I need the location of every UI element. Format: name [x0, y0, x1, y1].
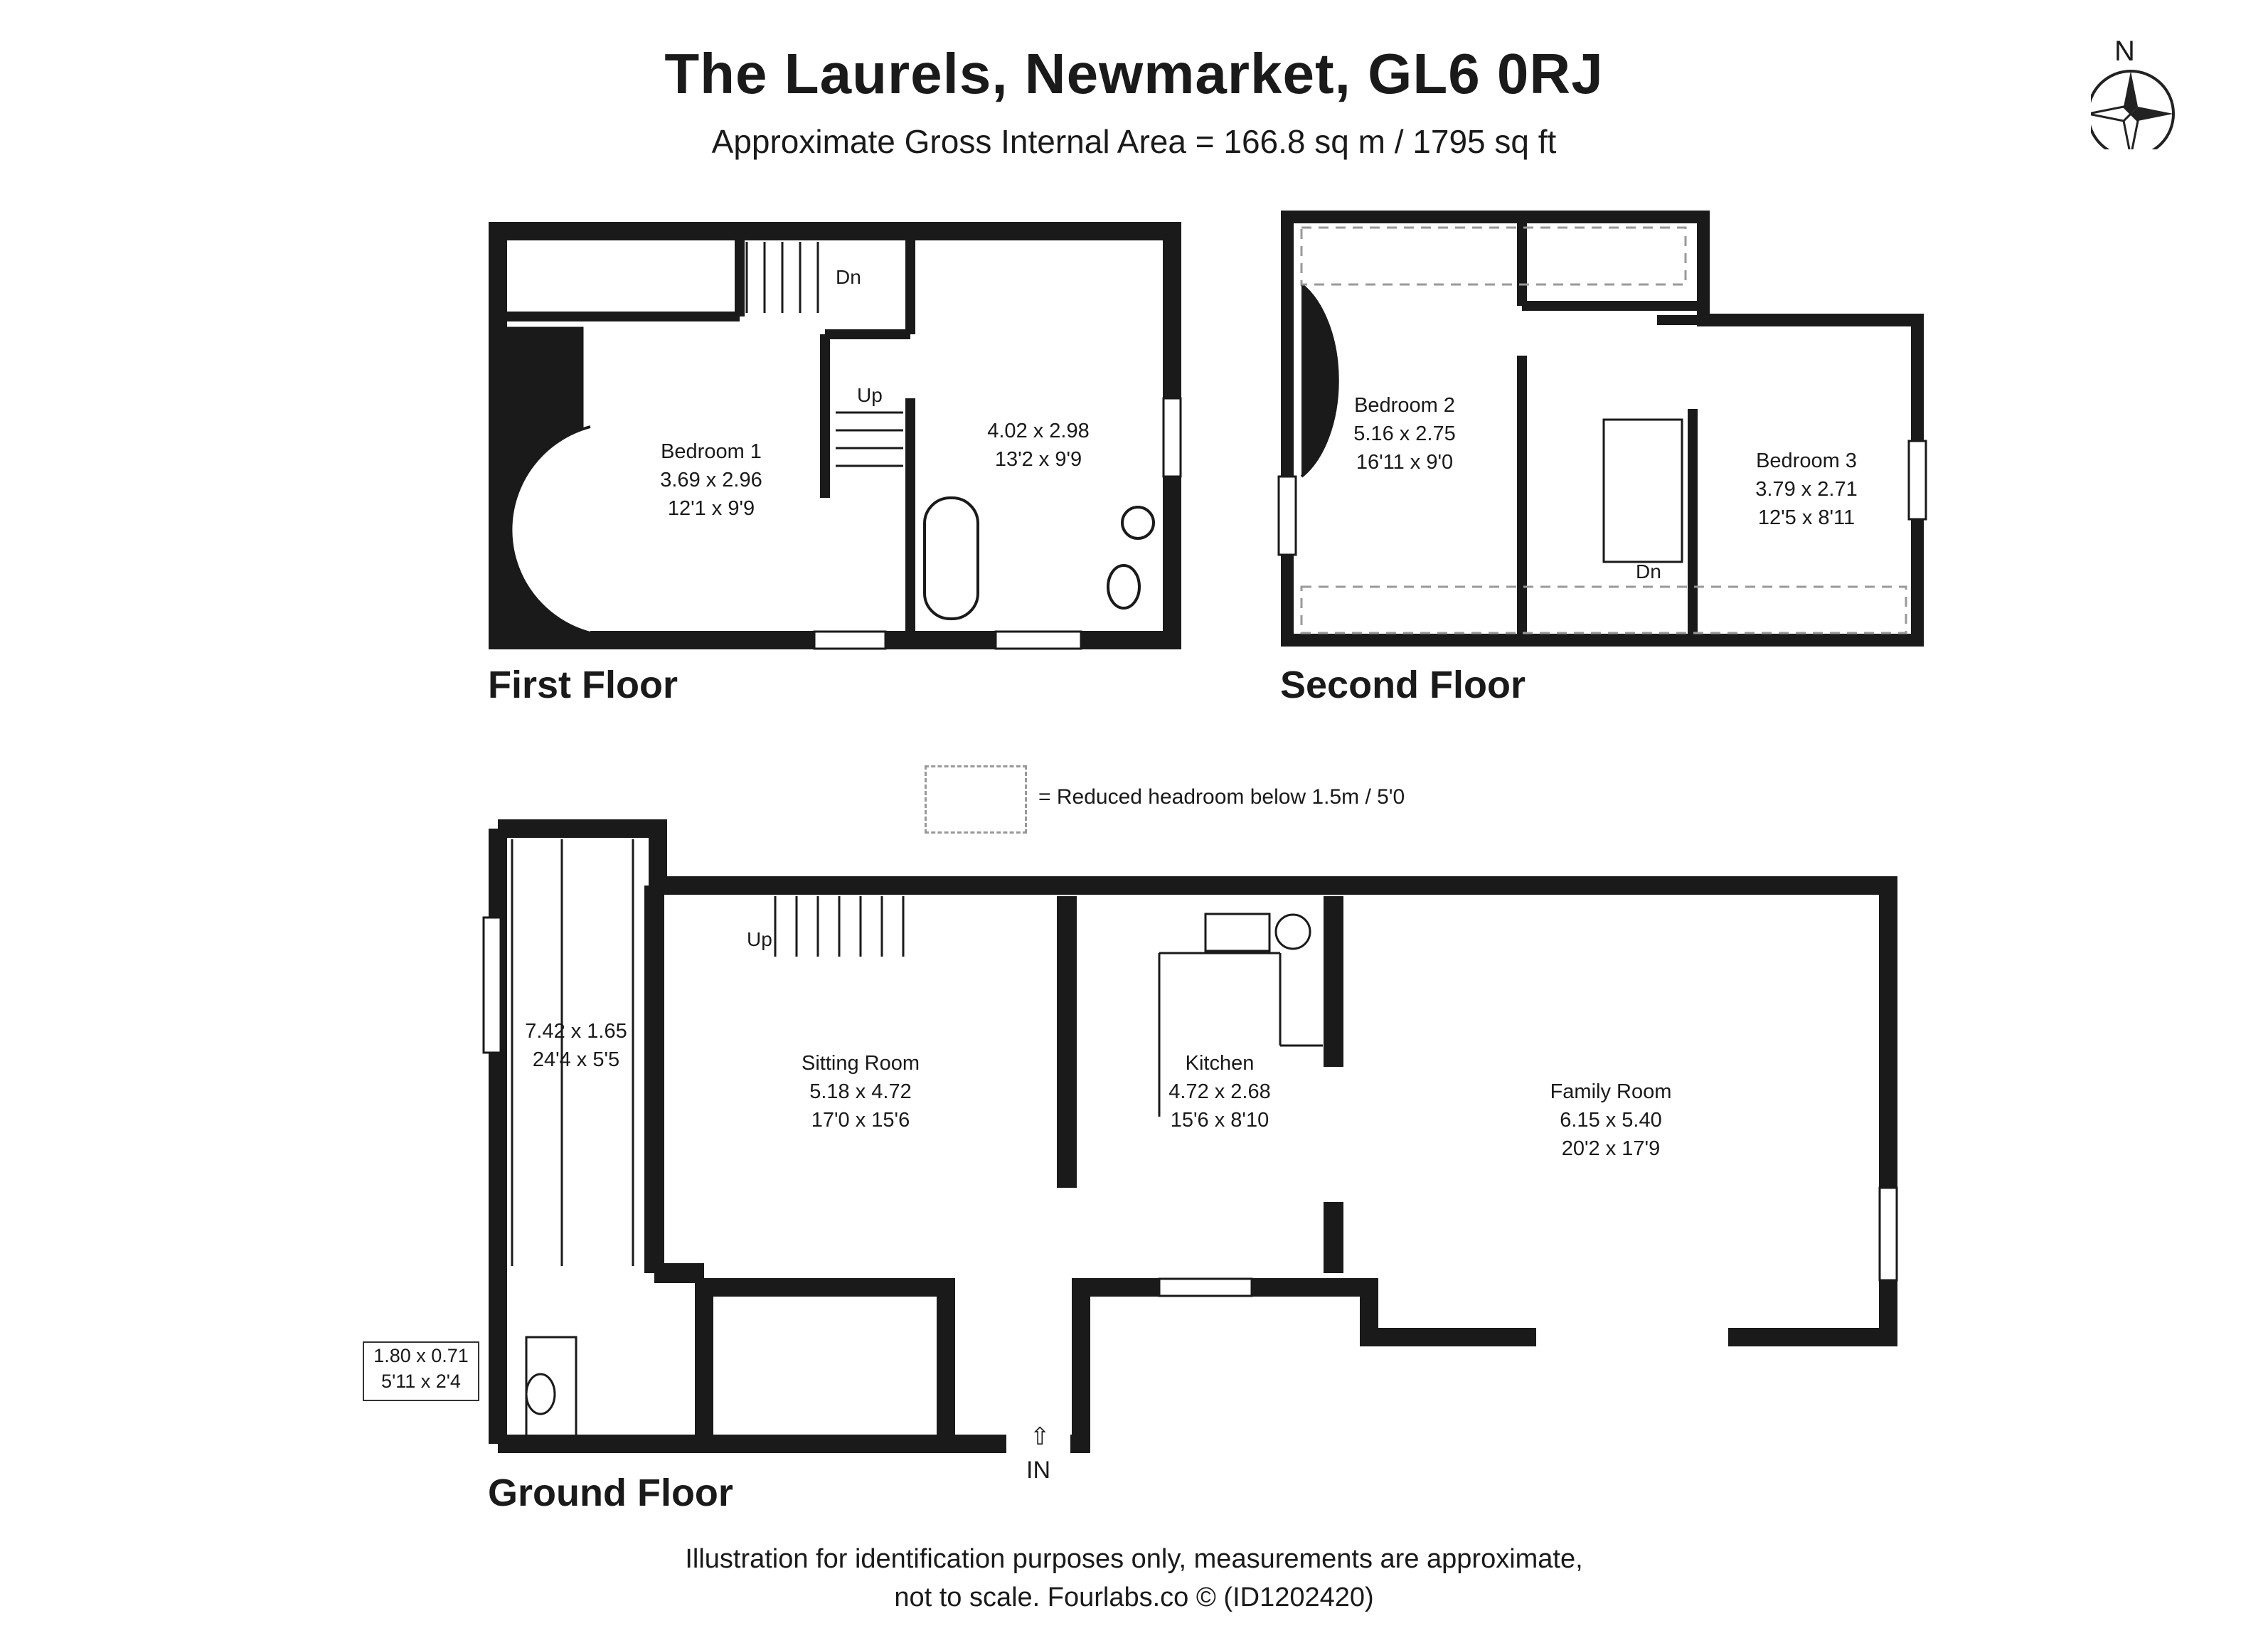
sitting-room-metric: 5.18 x 4.72	[809, 1080, 912, 1103]
compass-north-label: N	[2114, 36, 2135, 67]
bedroom-1-label: Bedroom 1 3.69 x 2.96 12'1 x 9'9	[660, 437, 762, 523]
kitchen-metric: 4.72 x 2.68	[1168, 1080, 1271, 1103]
ground-floor-walls	[489, 819, 1897, 1453]
plan-title: The Laurels, Newmarket, GL6 0RJ	[664, 42, 1604, 105]
bedroom-1-metric: 3.69 x 2.96	[660, 469, 762, 491]
headroom-legend-text: = Reduced headroom below 1.5m / 5'0	[1038, 785, 1405, 809]
bedroom-3-label: Bedroom 3 3.79 x 2.71 12'5 x 8'11	[1755, 447, 1858, 532]
bedroom-2-label: Bedroom 2 5.16 x 2.75 16'11 x 9'0	[1353, 391, 1456, 477]
disclaimer-line-2: not to scale. Fourlabs.co © (ID1202420)	[894, 1583, 1374, 1612]
utility-imperial: 24'4 x 5'5	[532, 1048, 620, 1071]
wc-metric: 1.80 x 0.71	[373, 1345, 469, 1366]
sitting-room-imperial: 17'0 x 15'6	[811, 1109, 910, 1132]
utility-metric: 7.42 x 1.65	[525, 1020, 627, 1043]
bedroom-1-name: Bedroom 1	[661, 440, 762, 463]
first-floor-stair-up: Up	[857, 384, 883, 406]
first-floor-label: First Floor	[488, 664, 678, 706]
first-floor-stair-dn: Dn	[836, 266, 861, 288]
sitting-room-label: Sitting Room 5.18 x 4.72 17'0 x 15'6	[802, 1049, 920, 1134]
bedroom-2-metric: 5.16 x 2.75	[1353, 422, 1456, 445]
wc-imperial: 5'11 x 2'4	[381, 1371, 461, 1392]
kitchen-imperial: 15'6 x 8'10	[1170, 1109, 1269, 1132]
bedroom-1-imperial: 12'1 x 9'9	[667, 497, 755, 520]
bedroom-3-metric: 3.79 x 2.71	[1755, 478, 1858, 501]
second-floor-label: Second Floor	[1280, 664, 1526, 706]
entrance-label: IN	[1026, 1457, 1050, 1484]
bathroom-metric: 4.02 x 2.98	[987, 420, 1090, 442]
gross-area: Approximate Gross Internal Area = 166.8 …	[711, 123, 1557, 160]
bedroom-2-name: Bedroom 2	[1354, 394, 1455, 417]
utility-label: 7.42 x 1.65 24'4 x 5'5	[525, 1017, 627, 1074]
ground-floor-stair-up: Up	[747, 928, 772, 950]
family-room-metric: 6.15 x 5.40	[1560, 1109, 1662, 1132]
sitting-room-name: Sitting Room	[801, 1052, 920, 1075]
wc-label: 1.80 x 0.71 5'11 x 2'4	[363, 1341, 479, 1401]
bathroom-imperial: 13'2 x 9'9	[994, 448, 1082, 471]
second-floor-stair-dn: Dn	[1636, 560, 1661, 583]
headroom-legend-swatch	[925, 765, 1027, 834]
family-room-imperial: 20'2 x 17'9	[1561, 1137, 1661, 1160]
bedroom-3-name: Bedroom 3	[1756, 450, 1857, 472]
disclaimer-line-1: Illustration for identification purposes…	[685, 1544, 1583, 1574]
bathroom-label: 4.02 x 2.98 13'2 x 9'9	[987, 417, 1090, 474]
bedroom-2-imperial: 16'11 x 9'0	[1356, 451, 1454, 474]
family-room-label: Family Room 6.15 x 5.40 20'2 x 17'9	[1550, 1078, 1672, 1163]
family-room-name: Family Room	[1550, 1080, 1672, 1103]
disclaimer: Illustration for identification purposes…	[0, 1540, 2268, 1617]
second-floor-walls	[1281, 211, 1924, 647]
ground-floor-label: Ground Floor	[488, 1472, 733, 1514]
kitchen-name: Kitchen	[1185, 1052, 1255, 1075]
entrance-arrow-icon: ⇧	[1030, 1423, 1050, 1450]
kitchen-label: Kitchen 4.72 x 2.68 15'6 x 8'10	[1168, 1049, 1271, 1134]
bedroom-3-imperial: 12'5 x 8'11	[1757, 506, 1856, 529]
